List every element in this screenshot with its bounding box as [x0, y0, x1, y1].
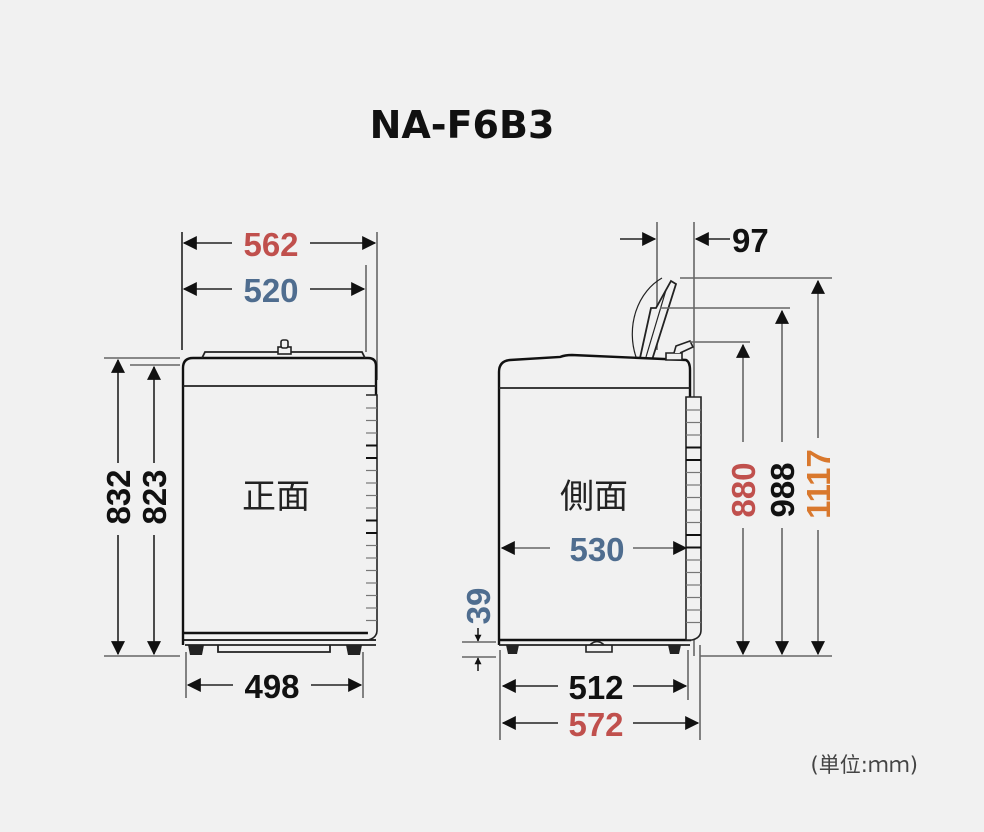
side-base-recess: [585, 640, 613, 653]
front-view: 562 520 正面 832 823: [100, 226, 378, 705]
front-width-body: 520: [243, 272, 298, 309]
side-foot-left: [506, 645, 519, 654]
side-foot-right: [668, 645, 681, 654]
side-height-lid-top: 988: [764, 462, 801, 517]
unit-note: (単位:ｍｍ): [811, 753, 918, 777]
front-height-overall: 832: [100, 469, 137, 524]
front-width-base: 498: [244, 668, 299, 705]
side-depth-base: 512: [568, 669, 623, 706]
side-height-lid-open: 1117: [800, 449, 837, 519]
side-body-outline: [497, 353, 692, 645]
side-hose-ribs: [685, 396, 702, 641]
side-base-clearance: 39: [460, 588, 497, 625]
front-body-outline: [181, 356, 378, 645]
side-height-hose: 880: [725, 462, 762, 517]
side-depth-overall: 572: [568, 706, 623, 743]
open-lid-inner: [645, 289, 667, 358]
lid-swing-arc: [631, 277, 663, 358]
side-view-label: 側面: [560, 477, 628, 517]
front-height-body: 823: [136, 469, 173, 524]
front-view-label: 正面: [242, 477, 310, 517]
top-knob: [280, 339, 289, 349]
side-view: 97 側面 530 39: [460, 222, 837, 743]
front-foot-right: [346, 645, 362, 655]
hose-connector: [665, 352, 683, 361]
model-title: NA-F6B3: [370, 103, 555, 147]
side-depth-body: 530: [569, 531, 624, 568]
front-hose-ribs: [366, 394, 378, 641]
hose-nozzle: [673, 340, 695, 354]
side-lid-offset: 97: [732, 222, 769, 259]
front-foot-left: [188, 645, 204, 655]
front-width-overall: 562: [243, 226, 298, 263]
front-base-recess: [217, 645, 331, 653]
